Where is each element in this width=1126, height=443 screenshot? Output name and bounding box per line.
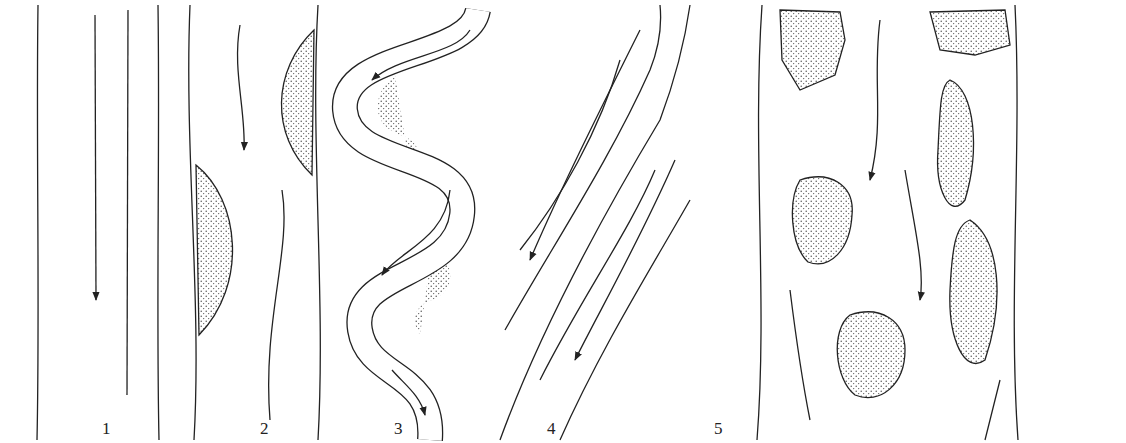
braided-channel [757,5,1018,440]
pattern-number: 4 [545,420,558,439]
pattern-number: 2 [258,420,271,439]
meandering-channel [345,10,478,440]
anastomosing-channel [500,5,690,440]
sinuous-channel [189,5,321,440]
straight-channel [37,5,159,440]
pattern-number: 5 [712,420,725,439]
pattern-number: 1 [100,420,113,439]
pattern-number: 3 [392,420,405,439]
